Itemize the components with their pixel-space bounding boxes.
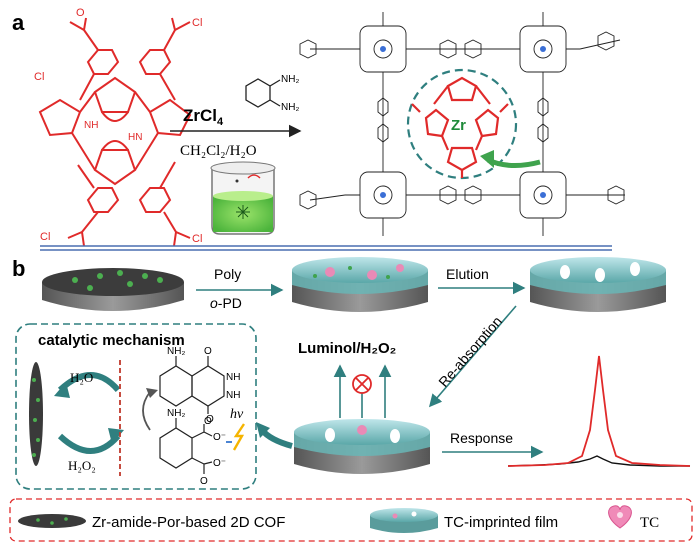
cof-disk: [42, 268, 184, 311]
light-bolt-icon: [232, 423, 245, 451]
porphyrin-hn: HN: [128, 132, 142, 143]
node-top-left: [345, 12, 420, 92]
zr-label: Zr: [451, 117, 466, 134]
step-reabsorption: Re-absorption: [435, 313, 505, 390]
luminol-nh2: NH₂: [167, 346, 185, 357]
luminol-o-top: O: [204, 346, 212, 357]
arrow-reabsorption: [428, 305, 517, 408]
cycle-arrow-bottom: [57, 433, 121, 454]
step-response: Response: [450, 430, 513, 446]
luminol-o-bottom: O: [204, 416, 212, 427]
luminol-nh-2: NH: [226, 390, 240, 401]
cl-top-right: Cl: [192, 17, 202, 29]
zr-porphyrin-zoom: [411, 76, 509, 178]
aminophthalate-nh2: NH₂: [167, 408, 185, 419]
legend-tc-label: TC: [640, 515, 659, 531]
step-opd: o-PD: [210, 295, 242, 311]
arrow-to-mechanism: [259, 427, 293, 449]
panel-a-label: a: [12, 10, 25, 35]
signal-curve-red: [507, 355, 691, 467]
tc-molecule-icon: [608, 505, 632, 529]
film-disk-1: [292, 257, 428, 312]
node-bottom-left: [345, 155, 420, 236]
panel-b-label: b: [12, 256, 25, 281]
luminol-label: Luminol/H₂O₂: [298, 340, 396, 357]
solvent-label: CH₂Cl₂/H₂O: [180, 143, 257, 159]
porphyrin-nh: NH: [84, 120, 98, 131]
node-bottom-right: [505, 155, 580, 236]
aminophthalate-o-minus-1: O⁻: [213, 432, 226, 443]
cl-bottom-right: Cl: [192, 233, 202, 245]
aminophthalate-structure: [159, 418, 213, 474]
legend-film-icon: [370, 508, 438, 533]
hv-label: hv: [230, 407, 244, 422]
luminol-structure: [159, 356, 225, 414]
cl-bottom-left: Cl: [40, 231, 50, 243]
legend-cof-label: Zr-amide-Por-based 2D COF: [92, 514, 285, 531]
conversion-arrow: [142, 391, 151, 431]
reagent-zrcl4: ZrCl4: [183, 106, 224, 128]
zoom-arrow-head: [480, 150, 494, 168]
diamine-nh2-top: NH₂: [281, 74, 299, 85]
beaker-icon: [210, 161, 276, 235]
cof-sheet: [29, 362, 43, 466]
luminol-nh-1: NH: [226, 372, 240, 383]
legend-cof-icon: [18, 514, 86, 528]
aminophthalate-o-minus-2: O⁻: [213, 458, 226, 469]
legend-box: [9, 498, 693, 542]
step-poly: Poly: [214, 266, 241, 282]
mechanism-box: [15, 323, 257, 490]
aminophthalate-o-1: O: [206, 414, 214, 425]
mechanism-title: catalytic mechanism: [38, 332, 185, 349]
film-disk-2: [530, 257, 666, 312]
node-top-right: [505, 12, 580, 92]
cof-network: [299, 12, 625, 236]
blocked-icon: [352, 374, 372, 394]
o-phenylenediamine: [245, 78, 281, 108]
film-disk-3: [294, 419, 430, 474]
o-top-left: O: [76, 7, 85, 19]
diamine-nh2-bottom: NH₂: [281, 102, 299, 113]
legend-film-label: TC-imprinted film: [444, 514, 558, 531]
porphyrin-monomer: [38, 17, 192, 247]
cl-top-left: Cl: [34, 71, 44, 83]
zoom-arrow: [486, 157, 541, 168]
step-elution: Elution: [446, 266, 489, 282]
aminophthalate-o-2: O: [200, 476, 208, 487]
h2o2-label: H₂O₂: [68, 458, 96, 473]
h2o-label: H₂O: [70, 370, 93, 385]
